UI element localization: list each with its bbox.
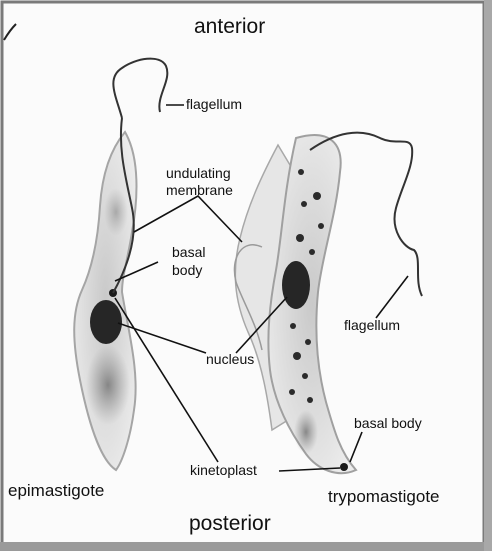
epimastigote-nucleus bbox=[90, 300, 122, 344]
trypomastigote-nucleus bbox=[282, 261, 310, 309]
epimastigote-label: epimastigote bbox=[8, 481, 104, 500]
basal-body-left-label-line1: basal bbox=[172, 244, 205, 260]
flagellum-right-label: flagellum bbox=[344, 317, 400, 333]
trypomastigote-kinetoplast bbox=[340, 463, 348, 471]
kinetoplast-label: kinetoplast bbox=[190, 462, 257, 478]
posterior-label: posterior bbox=[189, 512, 271, 535]
nucleus-label: nucleus bbox=[206, 351, 254, 367]
epimastigote-dark-shade bbox=[86, 345, 130, 425]
basal-body-left-label-line2: body bbox=[172, 262, 202, 278]
frame-bottom-shadow bbox=[0, 542, 492, 551]
frame-right-shadow bbox=[484, 0, 492, 551]
trypomastigote-label: trypomastigote bbox=[328, 487, 440, 506]
trypomastigote-dark-shade bbox=[294, 410, 318, 454]
epimastigote-flagellum bbox=[113, 59, 167, 118]
epimastigote-shade-upper bbox=[104, 188, 128, 236]
undulating-membrane-label-line1: undulating bbox=[166, 165, 231, 181]
basal-body-right-label: basal body bbox=[354, 415, 422, 431]
undulating-membrane-label-line2: membrane bbox=[166, 182, 233, 198]
anterior-label: anterior bbox=[194, 15, 265, 38]
leader-basal-body-right bbox=[350, 432, 362, 462]
leader-undulating-membrane bbox=[134, 196, 242, 242]
corner-scribble bbox=[4, 24, 16, 40]
leader-flagellum-right bbox=[376, 276, 408, 318]
flagellum-top-label: flagellum bbox=[186, 96, 242, 112]
